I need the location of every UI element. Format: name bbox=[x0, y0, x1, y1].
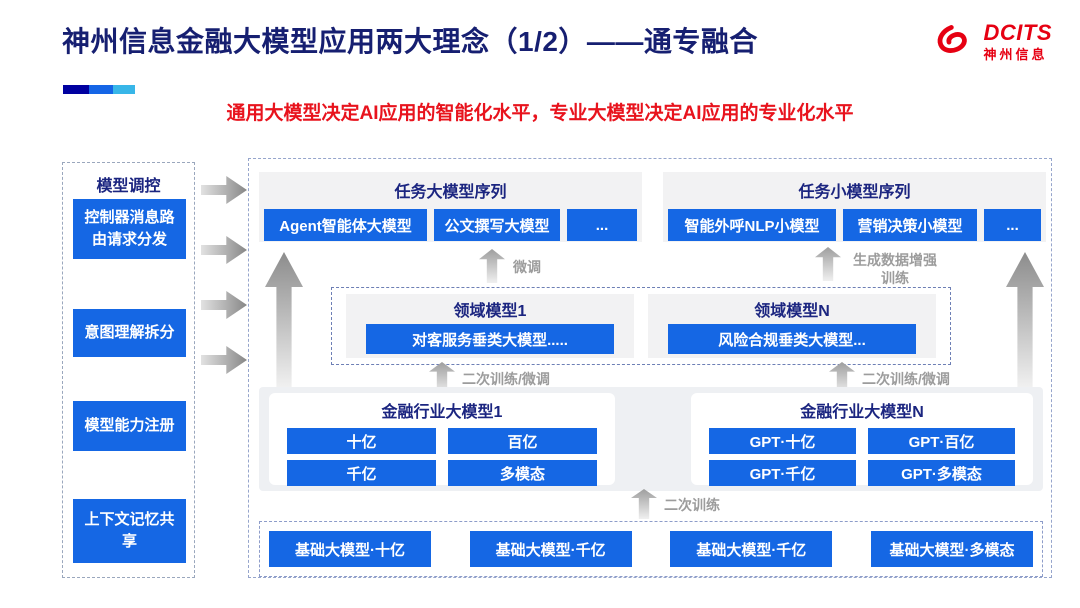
up-arrow-icon bbox=[815, 247, 841, 281]
industry-model-n-grid: GPT·十亿 GPT·百亿 GPT·千亿 GPT·多模态 bbox=[691, 422, 1033, 486]
task-large-row: Agent智能体大模型 公文撰写大模型 ... bbox=[259, 202, 642, 241]
industry-model-1-grid: 十亿 百亿 千亿 多模态 bbox=[269, 422, 615, 486]
model-box-base-multimodal: 基础大模型·多模态 bbox=[870, 531, 1033, 567]
up-arrow-icon bbox=[479, 249, 505, 283]
sidebar-item-router: 控制器消息路由请求分发 bbox=[73, 199, 186, 259]
logo-brand: DCITS bbox=[983, 20, 1052, 45]
task-large-title: 任务大模型序列 bbox=[394, 184, 507, 201]
label-fine-tune: 微调 bbox=[513, 259, 541, 275]
industry-model-n-box: 金融行业大模型N GPT·十亿 GPT·百亿 GPT·千亿 GPT·多模态 bbox=[691, 393, 1033, 486]
right-arrow-icon bbox=[201, 291, 247, 319]
logo-brand-cn: 神州信息 bbox=[983, 47, 1048, 62]
model-box-ellipsis: ... bbox=[984, 209, 1041, 241]
model-box-1b: 十亿 bbox=[287, 428, 436, 454]
base-models-box: 基础大模型·十亿 基础大模型·千亿 基础大模型·千亿 基础大模型·多模态 bbox=[259, 521, 1043, 577]
model-box-agent: Agent智能体大模型 bbox=[264, 209, 427, 241]
model-box-document: 公文撰写大模型 bbox=[434, 209, 560, 241]
industry-model-1-title: 金融行业大模型1 bbox=[381, 404, 503, 421]
industry-models-panel: 金融行业大模型1 十亿 百亿 千亿 多模态 金融行业大模型N GPT·十亿 GP… bbox=[259, 387, 1043, 491]
model-box-nlp-call: 智能外呼NLP小模型 bbox=[668, 209, 836, 241]
model-box-customer-service: 对客服务垂类大模型..... bbox=[366, 324, 614, 354]
model-box-base-100b-2: 基础大模型·千亿 bbox=[670, 531, 833, 567]
task-small-row: 智能外呼NLP小模型 营销决策小模型 ... bbox=[663, 202, 1046, 241]
page-title: 神州信息金融大模型应用两大理念（1/2）——通专融合 bbox=[62, 26, 758, 57]
model-box-multimodal: 多模态 bbox=[448, 460, 597, 486]
accent-segment-navy bbox=[63, 85, 89, 94]
subtitle: 通用大模型决定AI应用的智能化水平，专业大模型决定AI应用的专业化水平 bbox=[226, 103, 854, 124]
sidebar-item-intent: 意图理解拆分 bbox=[73, 309, 186, 357]
logo-text: DCITS 神州信息 bbox=[983, 20, 1053, 62]
label-retrain-left: 二次训练/微调 bbox=[462, 371, 550, 387]
model-box-100b: 千亿 bbox=[287, 460, 436, 486]
model-box-risk-compliance: 风险合规垂类大模型... bbox=[668, 324, 916, 354]
model-box-10b: 百亿 bbox=[448, 428, 597, 454]
label-retrain-right: 二次训练/微调 bbox=[862, 371, 950, 387]
model-box-gpt-1b: GPT·十亿 bbox=[709, 428, 856, 454]
industry-model-1-box: 金融行业大模型1 十亿 百亿 千亿 多模态 bbox=[269, 393, 615, 486]
right-arrow-icon bbox=[201, 236, 247, 264]
model-box-base-1b: 基础大模型·十亿 bbox=[269, 531, 431, 567]
model-box-gpt-multimodal: GPT·多模态 bbox=[868, 460, 1015, 486]
domain-model-1-title: 领域模型1 bbox=[453, 303, 527, 320]
sidebar-item-register: 模型能力注册 bbox=[73, 401, 186, 451]
diagram-container: 任务大模型序列 Agent智能体大模型 公文撰写大模型 ... 任务小模型序列 … bbox=[248, 158, 1052, 578]
label-retrain-base: 二次训练 bbox=[664, 497, 720, 513]
domain-model-1-panel: 领域模型1 对客服务垂类大模型..... bbox=[346, 294, 634, 358]
dcits-logo: DCITS 神州信息 bbox=[933, 16, 1053, 67]
up-arrow-icon bbox=[1006, 252, 1044, 392]
industry-model-n-title: 金融行业大模型N bbox=[800, 404, 924, 421]
up-arrow-icon bbox=[631, 489, 657, 519]
up-arrow-icon bbox=[265, 252, 303, 392]
model-box-gpt-100b: GPT·千亿 bbox=[709, 460, 856, 486]
model-box-base-100b: 基础大模型·千亿 bbox=[469, 531, 632, 567]
task-small-title: 任务小模型序列 bbox=[798, 184, 911, 201]
accent-segment-cyan bbox=[113, 85, 135, 94]
right-arrow-icon bbox=[201, 346, 247, 374]
domain-model-n-title: 领域模型N bbox=[754, 303, 830, 320]
model-control-sidebar: 模型调控 控制器消息路由请求分发 意图理解拆分 模型能力注册 上下文记忆共享 bbox=[62, 162, 195, 578]
task-small-model-panel: 任务小模型序列 智能外呼NLP小模型 营销决策小模型 ... bbox=[663, 172, 1046, 242]
model-box-marketing: 营销决策小模型 bbox=[843, 209, 977, 241]
domain-model-n-panel: 领域模型N 风险合规垂类大模型... bbox=[648, 294, 936, 358]
accent-segment-blue bbox=[89, 85, 113, 94]
sidebar-item-context: 上下文记忆共享 bbox=[73, 499, 186, 563]
model-box-gpt-10b: GPT·百亿 bbox=[868, 428, 1015, 454]
sidebar-title: 模型调控 bbox=[96, 178, 161, 195]
accent-bar bbox=[63, 85, 135, 94]
dcits-swirl-icon bbox=[933, 16, 979, 67]
label-generated-data-training: 生成数据增强 训练 bbox=[853, 252, 937, 287]
right-arrow-icon bbox=[201, 176, 247, 204]
model-box-ellipsis: ... bbox=[567, 209, 637, 241]
domain-models-box: 领域模型1 对客服务垂类大模型..... 领域模型N 风险合规垂类大模型... bbox=[331, 287, 951, 365]
task-large-model-panel: 任务大模型序列 Agent智能体大模型 公文撰写大模型 ... bbox=[259, 172, 642, 242]
